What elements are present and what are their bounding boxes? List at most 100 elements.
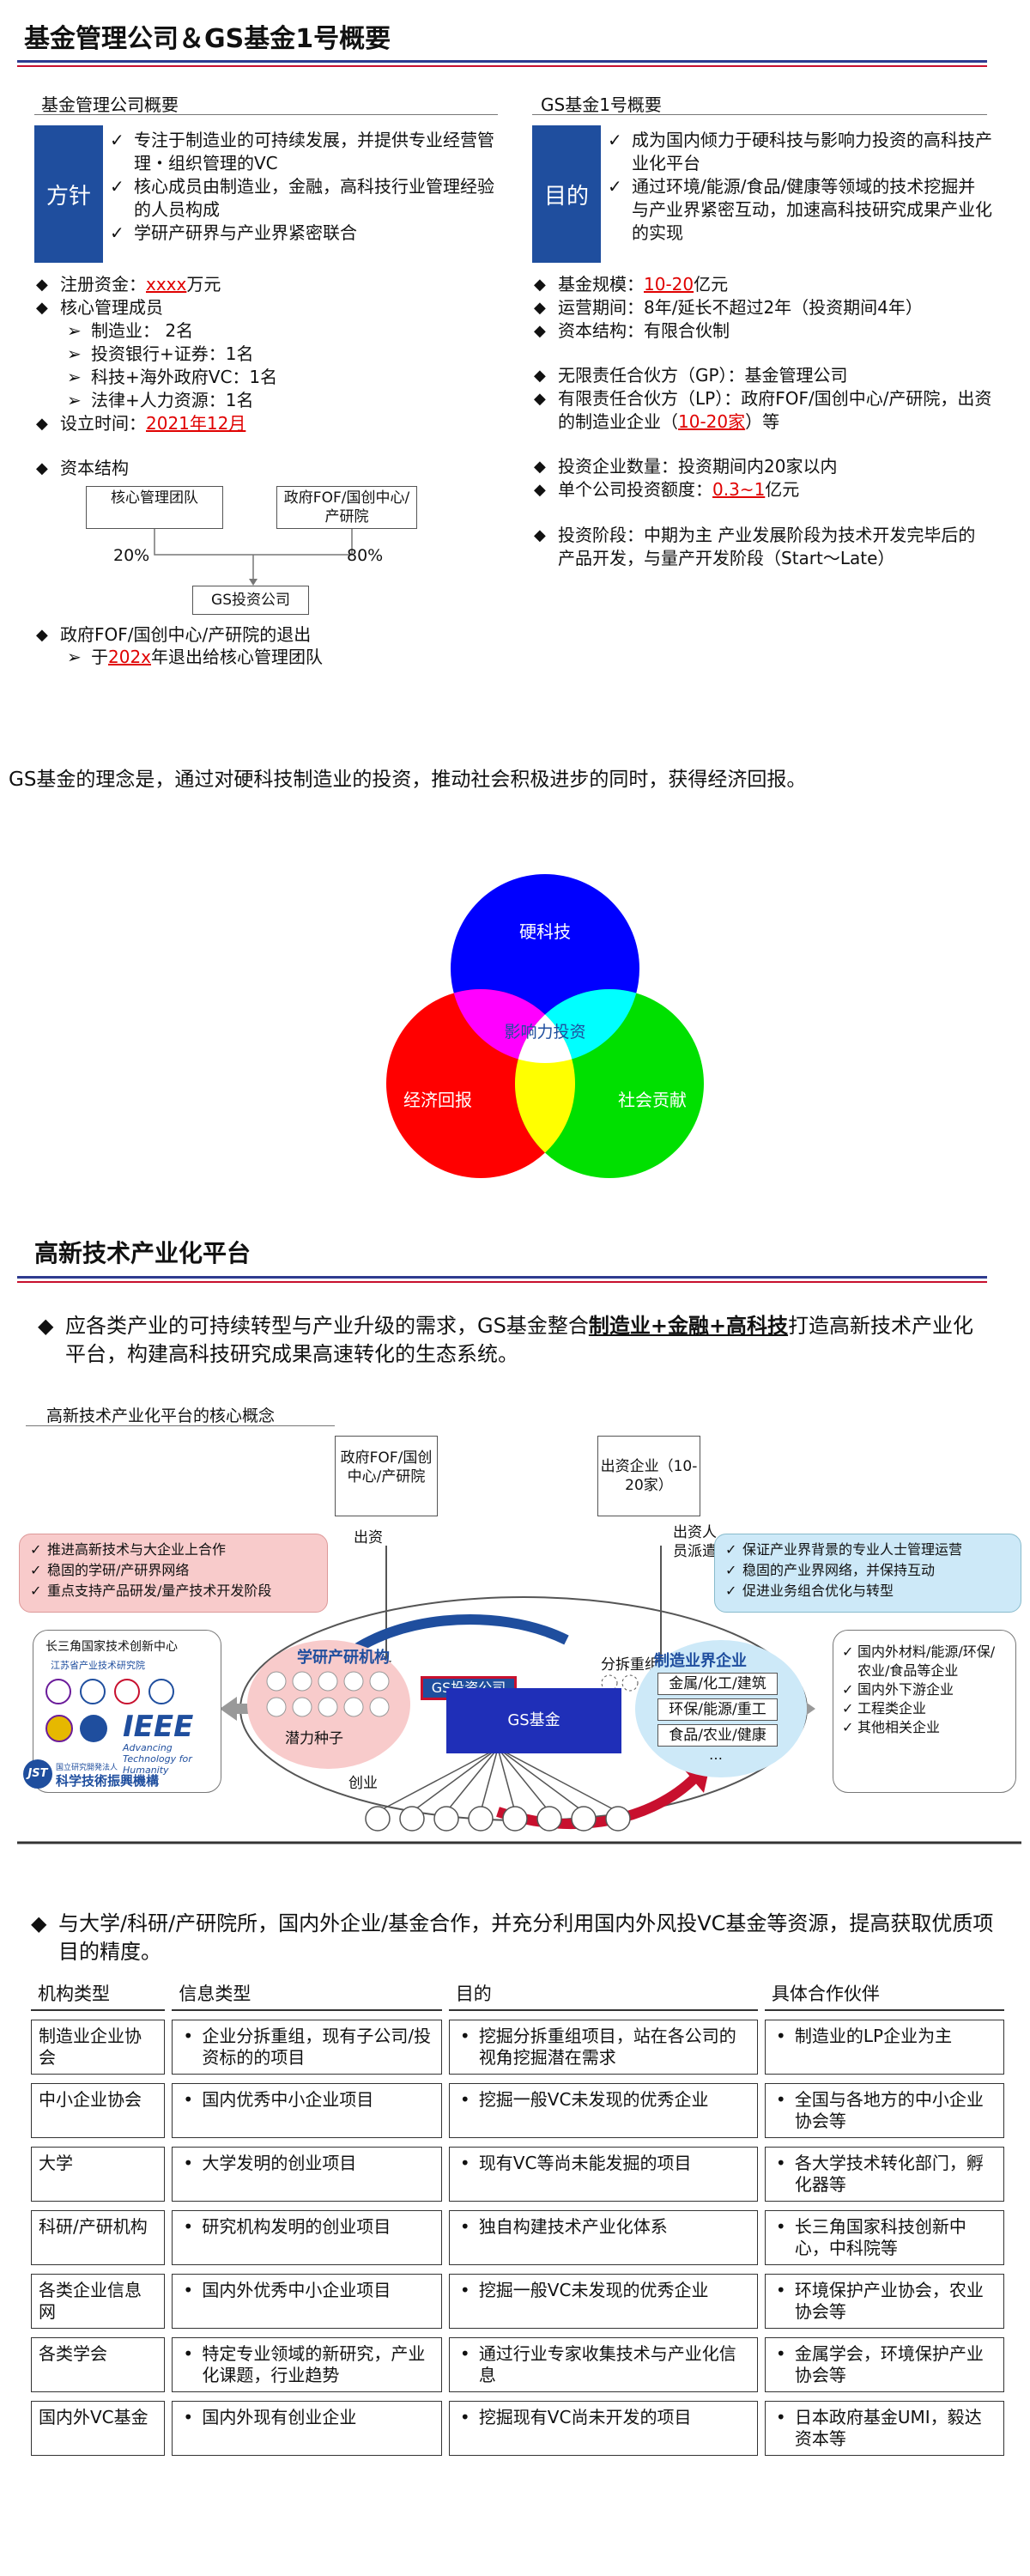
table-cell: 国内外现有创业企业 (172, 2401, 442, 2456)
industry-advantages: 保证产业界背景的专业人士管理运营 稳固的产业界网络，并保持互动 促进业务组合优化… (714, 1534, 1021, 1613)
platform-intro-bold: 制造业+金融+高科技 (588, 1314, 789, 1338)
core-team-box: 核心管理团队 (86, 486, 223, 529)
industry-item: 食品/农业/健康 (657, 1724, 778, 1747)
platform-intro: ◆ 应各类产业的可持续转型与产业升级的需求，GS基金整合制造业+金融+高科技打造… (38, 1314, 974, 1366)
fund-structure-item: 资本结构：有限合伙制 (532, 319, 996, 343)
table-cell: 各类学会 (31, 2337, 166, 2392)
diagram-heading-line (26, 1425, 335, 1426)
academic-advantage-item: 推进高新技术与大企业上合作 (28, 1540, 318, 1560)
gov-flow-label: 出资 (354, 1529, 383, 1546)
university-logo-icon (80, 1679, 106, 1704)
member-item: 投资银行+证券：1名 (34, 343, 498, 366)
lp-value: 10-20家 (678, 411, 746, 432)
table-cell: 制造业企业协会 (31, 2020, 166, 2075)
jst-logo: JST (23, 1759, 52, 1789)
exit-item: 政府FOF/国创中心/产研院的退出 (34, 623, 498, 647)
industry-partners: 国内外材料/能源/环保/农业/食品等企业 国内外下游企业 工程类企业 其他相关企… (833, 1630, 1016, 1793)
industry-advantage-item: 促进业务组合优化与转型 (724, 1581, 1012, 1601)
table-cell: 挖掘分拆重组项目，站在各公司的视角挖掘潜在需求 (448, 2020, 758, 2075)
gp-item: 无限责任合伙方（GP）：基金管理公司 (532, 364, 996, 387)
investment-facts: 投资企业数量：投资期间内20家以内 单个公司投资额度：0.3~1亿元 (532, 455, 996, 501)
academic-title: 学研产研机构 (297, 1649, 390, 1667)
period-item: 运营期间：8年/延长不超过2年（投资期间4年） (532, 296, 996, 319)
purpose-label: 目的 (532, 125, 601, 263)
table-cell: 中小企业协会 (31, 2083, 166, 2138)
exit-list: 政府FOF/国创中心/产研院的退出 (34, 623, 498, 647)
university-logo-icon (45, 1679, 71, 1704)
university-logo-icon (114, 1679, 140, 1704)
venn-label-center: 影响力投资 (504, 1023, 585, 1042)
ieee-tagline: Advancing Technology for Humanity (123, 1742, 192, 1776)
member-item: 科技+海外政府VC：1名 (34, 366, 498, 389)
gs-invest-box: GS投资公司 (192, 586, 309, 615)
lp-item: 有限责任合伙方（LP）：政府FOF/国创中心/产研院，出资的制造业企业（10-2… (532, 387, 996, 434)
founded-list: 设立时间：2021年12月 (34, 412, 498, 435)
company-facts: 注册资金：xxxx万元 核心管理成员 (34, 273, 498, 319)
title-underline (17, 60, 987, 63)
split-label: 分拆重组 (601, 1656, 659, 1674)
exit-year: 202x (108, 647, 152, 667)
table-cell: 挖掘一般VC未发现的优秀企业 (448, 2274, 758, 2329)
table-header: 具体合作伙伴 (764, 1977, 1004, 2011)
exit-detail-item: 于202x年退出给核心管理团队 (34, 646, 498, 669)
table-cell: 大学 (31, 2147, 166, 2202)
table-cell: 独自构建技术产业化体系 (448, 2210, 758, 2265)
capital-value: xxxx (146, 274, 187, 295)
table-row: 各类学会 特定专业领域的新研究，产业化课题，行业趋势 通过行业专家收集技术与产业… (31, 2337, 1004, 2392)
member-item: 法律+人力资源：1名 (34, 389, 498, 412)
gov-fof-source-box: 政府FOF/国创中心/产研院 (335, 1436, 438, 1516)
industry-partner-item: 国内外材料/能源/环保/农业/食品等企业 (840, 1643, 1009, 1680)
university-logos (45, 1679, 174, 1704)
table-cell: 国内优秀中小企业项目 (172, 2083, 442, 2138)
table-cell: 全国与各地方的中小企业协会等 (764, 2083, 1004, 2138)
industry-partner-item: 其他相关企业 (840, 1718, 1009, 1737)
structure-list: 资本结构 (34, 457, 498, 480)
structure-item: 资本结构 (34, 457, 498, 480)
table-cell: 环境保护产业协会，农业协会等 (764, 2274, 1004, 2329)
stage-list: 投资阶段：中期为主 产业发展阶段为技术开发完毕后的产品开发，与量产开发阶段（St… (532, 524, 978, 570)
table-cell: 各大学技术转化部门，孵化器等 (764, 2147, 1004, 2202)
ieee-logo: IEEE (123, 1710, 194, 1744)
gov-fof-box: 政府FOF/国创中心/产研院 (276, 486, 417, 529)
venn-label-top: 硬科技 (519, 921, 571, 942)
table-row: 制造业企业协会 企业分拆重组，现有子公司/投资标的的项目 挖掘分拆重组项目，站在… (31, 2020, 1004, 2075)
table-header: 目的 (448, 1977, 758, 2011)
gov-pct: 80% (347, 546, 384, 565)
platform-underline-red (17, 1281, 987, 1283)
table-cell: 企业分拆重组，现有子公司/投资标的的项目 (172, 2020, 442, 2075)
jst-sublabel: 国立研究開発法人 (56, 1764, 118, 1772)
table-header-row: 机构类型 信息类型 目的 具体合作伙伴 (31, 1977, 1004, 2011)
capital-item: 注册资金：xxxx万元 (34, 273, 498, 296)
institute-logo-icon (80, 1715, 107, 1742)
cooperation-table: 机构类型 信息类型 目的 具体合作伙伴 制造业企业协会 企业分拆重组，现有子公司… (24, 1968, 1011, 2464)
manufacturing-title: 制造业界企业 (654, 1652, 747, 1670)
purpose-list: 成为国内倾力于硬科技与影响力投资的高科技产业化平台 通过环境/能源/食品/健康等… (606, 129, 992, 245)
partner-ltca: 长三角国家技术创新中心 (45, 1640, 178, 1654)
scale-item: 基金规模：10-20亿元 (532, 273, 996, 296)
industry-partner-item: 国内外下游企业 (840, 1680, 1009, 1699)
count-item: 投资企业数量：投资期间内20家以内 (532, 455, 996, 478)
member-item: 制造业： 2名 (34, 319, 498, 343)
founded-value: 2021年12月 (146, 413, 246, 434)
right-heading-line (532, 114, 987, 115)
academic-partners: 长三角国家技术创新中心 江苏省产业技术研究院 IEEE Advancing Te… (23, 1630, 221, 1793)
table-row: 各类企业信息网 国内外优秀中小企业项目 挖掘一般VC未发现的优秀企业 环境保护产… (31, 2274, 1004, 2329)
venn-label-left: 经济回报 (403, 1090, 472, 1110)
purpose-item: 通过环境/能源/食品/健康等领域的技术挖掘并与产业界紧密互动，加速高科技研究成果… (606, 175, 992, 245)
cooperation-intro: ◆ 与大学/科研/产研院所，国内外企业/基金合作，并充分利用国内外风投VC基金等… (31, 1911, 994, 1964)
page-title: 基金管理公司＆GS基金1号概要 (24, 24, 391, 54)
table-row: 大学 大学发明的创业项目 现有VC等尚未能发掘的项目 各大学技术转化部门，孵化器… (31, 2147, 1004, 2202)
table-cell: 通过行业专家收集技术与产业化信息 (448, 2337, 758, 2392)
industry-item: 环保/能源/重工 (657, 1698, 778, 1721)
partner-facts: 无限责任合伙方（GP）：基金管理公司 有限责任合伙方（LP）：政府FOF/国创中… (532, 364, 996, 434)
institute-logos (45, 1715, 107, 1742)
table-cell: 研究机构发明的创业项目 (172, 2210, 442, 2265)
platform-underline (17, 1276, 987, 1279)
academic-advantages: 推进高新技术与大企业上合作 稳固的学研/产研界网络 重点支持产品研发/量产技术开… (19, 1534, 328, 1613)
table-cell: 国内外优秀中小企业项目 (172, 2274, 442, 2329)
table-cell: 特定专业领域的新研究，产业化课题，行业趋势 (172, 2337, 442, 2392)
title-underline-red (17, 65, 987, 67)
partner-jsip: 江苏省产业技术研究院 (51, 1660, 145, 1671)
venn-diagram: 硬科技 经济回报 社会贡献 影响力投资 (386, 874, 704, 1178)
table-header: 机构类型 (31, 1977, 166, 2011)
